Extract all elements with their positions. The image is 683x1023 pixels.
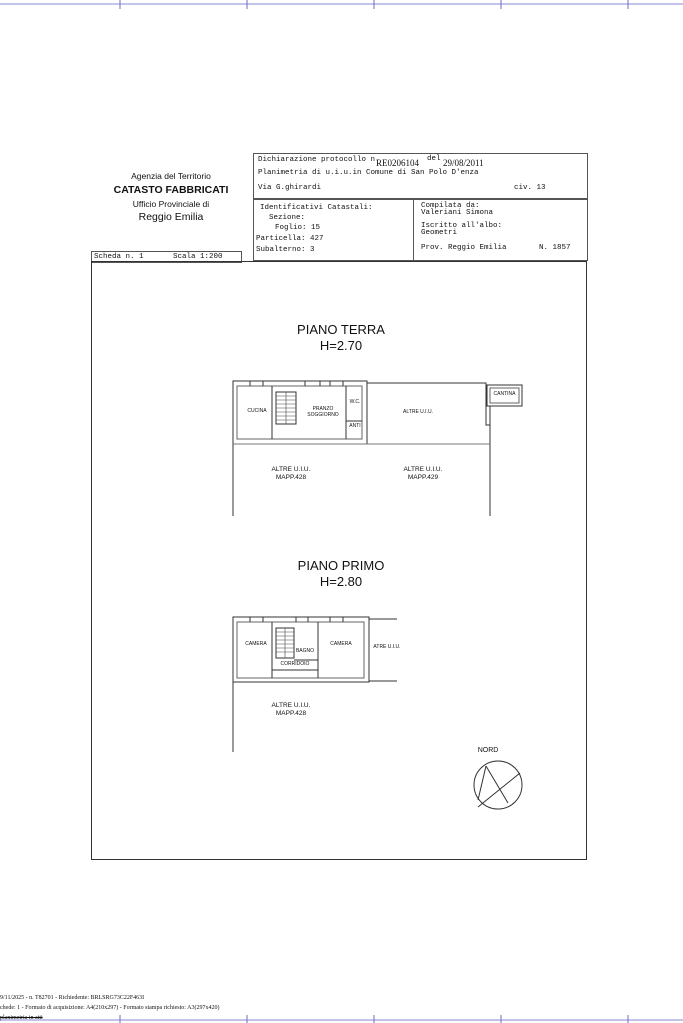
ufficio-city: Reggio Emilia	[138, 211, 204, 223]
primo-mapp-428-number: MAPP.428	[275, 710, 307, 717]
mapp-429-number: MAPP.429	[407, 474, 439, 481]
mapp-428-number: MAPP.428	[275, 474, 307, 481]
ufficio-label: Ufficio Provinciale di	[132, 199, 210, 209]
room-soggiorno: SOGGIORNO	[307, 412, 339, 418]
compilata-label: Compilata da:	[421, 202, 480, 210]
catasto-title: CATASTO FABBRICATI	[113, 184, 229, 196]
footer-line2: chede: 1 - Formato di acquisizione: A4(2…	[0, 1005, 220, 1011]
box-divider	[413, 198, 414, 260]
protocol-date: 29/08/2011	[443, 158, 484, 168]
scheda-box	[91, 251, 242, 263]
room-camera-left: CAMERA	[245, 641, 267, 647]
mapp-428-label: ALTRE U.I.U.	[271, 466, 311, 473]
nord-label: NORD	[477, 747, 499, 754]
del-label: del	[427, 155, 441, 163]
piano-terra-height: H=2.70	[319, 338, 363, 353]
room-atre-uiu: ATRE U.I.U.	[373, 644, 401, 650]
header-box	[253, 153, 588, 200]
albo-value: Geometri	[421, 229, 458, 237]
room-camera-right: CAMERA	[330, 641, 352, 647]
civic-number: civ. 13	[514, 184, 546, 192]
room-altre-uiu: ALTRE U.I.U.	[403, 409, 433, 415]
drawing-frame	[91, 261, 587, 860]
room-corridoio: CORRIDOIO	[280, 661, 310, 667]
compilata-name: Valeriani Simona	[421, 209, 494, 217]
subalterno: Subalterno: 3	[256, 246, 315, 254]
room-cantina: CANTINA	[493, 391, 516, 397]
room-cucina: CUCINA	[247, 408, 267, 414]
foglio: Foglio: 15	[275, 224, 321, 232]
room-wc: W.C.	[349, 399, 361, 405]
albo-number: N. 1857	[539, 244, 571, 252]
piano-primo-title: PIANO PRIMO	[297, 558, 385, 573]
footer-line3: planimetria in atti	[0, 1015, 43, 1021]
address: Via G.ghirardi	[258, 184, 322, 192]
room-pranzo: PRANZO	[312, 406, 334, 412]
identificativi-box	[253, 198, 588, 261]
iscritto-label: Iscritto all'albo:	[421, 222, 503, 230]
scala-label: Scala 1:200	[173, 253, 223, 261]
dichiarazione-label: Dichiarazione protocollo n.	[258, 156, 380, 164]
identificativi-title: Identificativi Catastali:	[260, 204, 373, 212]
piano-terra-title: PIANO TERRA	[297, 322, 385, 337]
mapp-429-label: ALTRE U.I.U.	[403, 466, 443, 473]
piano-primo-height: H=2.80	[319, 574, 363, 589]
scheda-label: Scheda n. 1	[94, 253, 144, 261]
primo-mapp-428-label: ALTRE U.I.U.	[271, 702, 311, 709]
room-anti: ANTI	[349, 423, 361, 429]
sezione: Sezione:	[269, 214, 306, 222]
protocol-number: RE0206104	[376, 158, 420, 168]
planimetria-line: Planimetria di u.i.u.in Comune di San Po…	[258, 169, 479, 177]
agency-name: Agenzia del Territorio	[131, 171, 211, 181]
footer-line1: 9/11/2025 - n. T82701 - Richiedente: BRL…	[0, 995, 145, 1001]
provincia: Prov. Reggio Emilia	[421, 244, 507, 252]
room-bagno: BAGNO	[295, 648, 315, 654]
particella: Particella: 427	[256, 235, 324, 243]
